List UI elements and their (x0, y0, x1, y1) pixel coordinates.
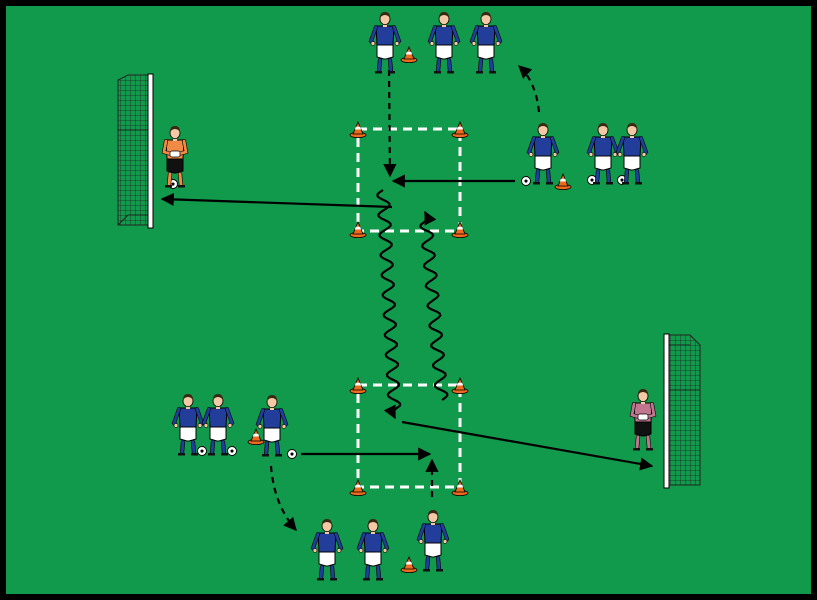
right-goal-icon (663, 333, 701, 489)
dribble-arrow (419, 210, 449, 401)
soccer-ball-icon (287, 449, 297, 459)
run-arrow (518, 65, 541, 113)
dribble-arrows (376, 189, 449, 420)
pass-arrows (160, 174, 654, 471)
bottom-grid (356, 383, 462, 489)
run-arrow (269, 465, 297, 531)
shot-arrow (401, 420, 654, 471)
shot-arrow (160, 192, 393, 209)
soccer-ball-icon (227, 446, 237, 456)
soccer-ball-icon (197, 446, 207, 456)
run-arrows (269, 65, 541, 531)
soccer-ball-icon (521, 176, 531, 186)
run-arrow (383, 69, 397, 178)
dribble-arrow (376, 189, 402, 420)
left-goal-icon (117, 73, 154, 229)
